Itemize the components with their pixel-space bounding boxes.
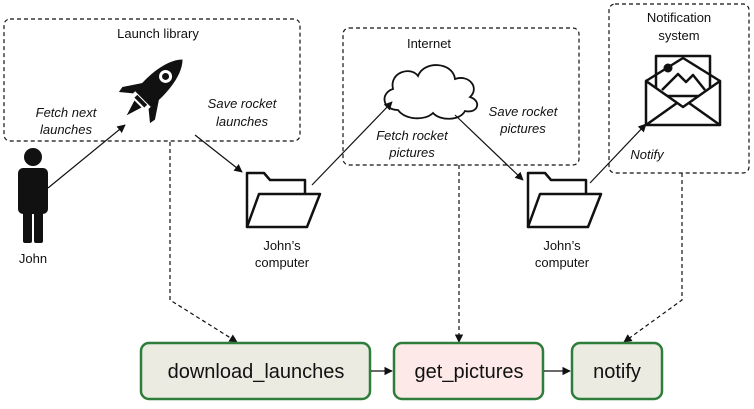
edge-computer1-to-cloud (311, 101, 393, 186)
task-get-pictures-label: get_pictures (415, 361, 524, 383)
launch-library-title: Launch library (117, 26, 199, 41)
launch-library-box (3, 18, 301, 142)
mapping-launch-library-to-download (169, 142, 238, 343)
task-get-pictures-box[interactable] (392, 341, 545, 401)
task-notify-box[interactable] (570, 341, 664, 401)
edge-label-notify: Notify (630, 147, 665, 162)
internet-title: Internet (407, 36, 451, 51)
folder-icon (526, 171, 603, 229)
person-icon (18, 148, 48, 243)
task-download-launches-label: download_launches (168, 361, 345, 383)
mapping-notification-to-notify (623, 173, 683, 343)
folder-icon (245, 171, 322, 229)
notification-system-box (608, 3, 750, 174)
notification-system-title-line1: Notification (647, 10, 711, 25)
edge-label-save-pictures-line1: Save rocket (489, 104, 559, 119)
computer1-label-line1: John’s (263, 238, 301, 253)
edge-computer2-to-notification (589, 123, 647, 184)
computer2-label-line1: John’s (543, 238, 581, 253)
computer1-label-line2: computer (255, 255, 310, 270)
edge-label-fetch-pictures-line1: Fetch rocket (376, 128, 449, 143)
edge-label-save-launches-line1: Save rocket (208, 96, 278, 111)
john-label: John (19, 251, 47, 266)
edge-cloud-to-computer2 (454, 114, 524, 181)
edge-rocket-to-computer1 (194, 134, 243, 173)
edge-label-fetch-next-line1: Fetch next (36, 105, 98, 120)
internet-box (342, 27, 580, 166)
mail-image-icon (644, 54, 722, 127)
edge-label-fetch-pictures-line2: pictures (388, 145, 435, 160)
edge-label-save-launches-line2: launches (216, 114, 269, 129)
edge-john-to-rocket (47, 124, 126, 189)
edge-label-fetch-next-line2: launches (40, 122, 93, 137)
cloud-icon (383, 64, 479, 120)
task-download-launches-box[interactable] (139, 341, 372, 401)
edge-label-save-pictures-line2: pictures (499, 121, 546, 136)
task-notify-label: notify (593, 361, 641, 383)
rocket-icon (118, 59, 183, 124)
computer2-label-line2: computer (535, 255, 590, 270)
notification-system-title-line2: system (658, 28, 699, 43)
